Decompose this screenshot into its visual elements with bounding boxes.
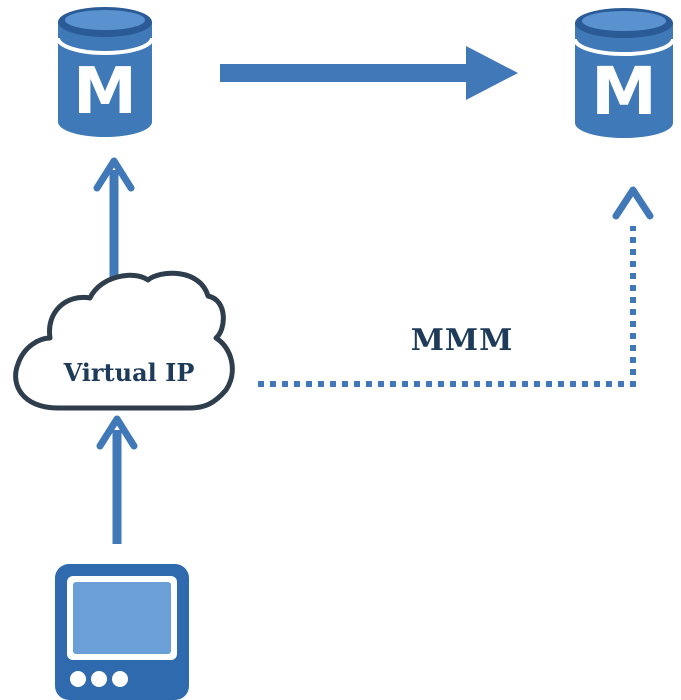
monitor-icon bbox=[55, 564, 189, 700]
master-right-label: M bbox=[591, 53, 657, 130]
database-icon bbox=[573, 8, 675, 138]
virtual-ip-cloud: Virtual IP bbox=[13, 270, 235, 411]
vip-to-master-arrow bbox=[93, 157, 135, 288]
mmm-failover-arrow bbox=[258, 186, 654, 387]
client-to-vip-arrow bbox=[96, 415, 138, 544]
mmm-label: MMM bbox=[411, 323, 514, 358]
virtual-ip-label: Virtual IP bbox=[63, 358, 195, 387]
cloud-icon bbox=[13, 270, 235, 411]
master-left-label: M bbox=[73, 55, 137, 129]
replication-arrow bbox=[220, 46, 518, 100]
master-database-right: M bbox=[573, 8, 675, 138]
master-database-left: M bbox=[56, 7, 154, 137]
database-icon bbox=[56, 7, 154, 137]
client-device bbox=[55, 564, 189, 700]
